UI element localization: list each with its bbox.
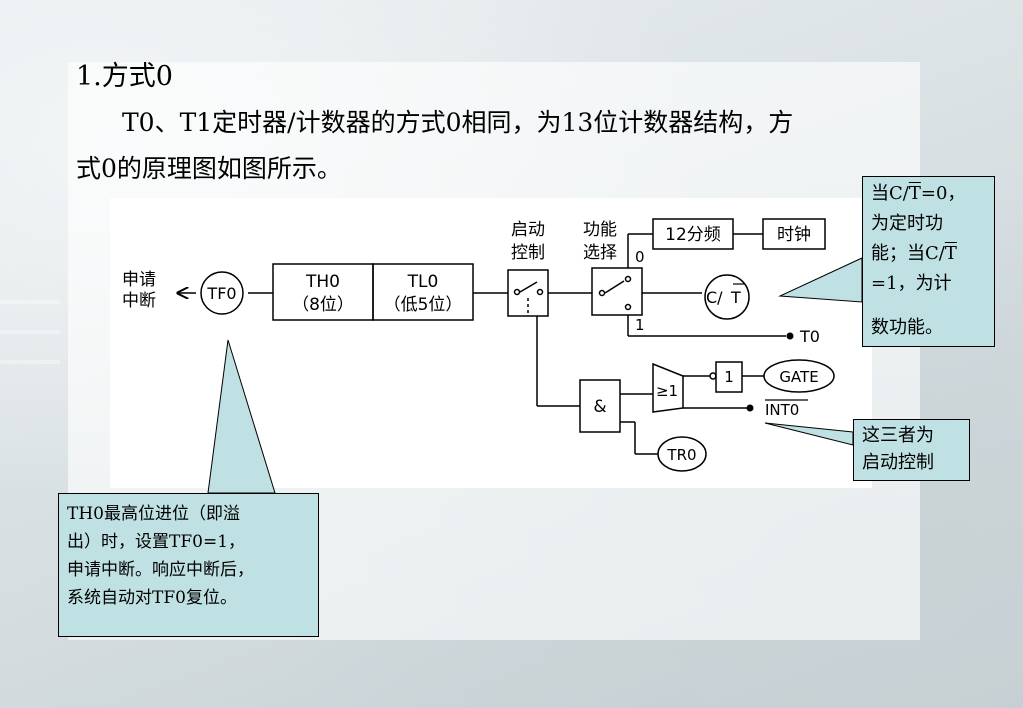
and-gate-box: [579, 379, 621, 433]
label-switch-1: 1: [635, 316, 645, 334]
mode0-schematic: 申请 中断 TF0 TH0 （8位） TL0 （低5位） 启动 控制 功能 选择…: [122, 218, 835, 472]
ct-circle: [704, 274, 750, 320]
label-interrupt-1: 申请: [122, 270, 156, 290]
ct-callout-line-4: =1，为计: [871, 273, 952, 294]
ct-callout-line-2: 为定时功: [871, 213, 943, 234]
decor-stripe: [0, 360, 60, 364]
label-start-1: 启动: [511, 220, 545, 240]
label-ct-t: T: [730, 288, 741, 307]
label-gate: GATE: [779, 368, 818, 386]
label-select-2: 选择: [583, 243, 617, 263]
tr0-ellipse: [657, 436, 707, 472]
label-ct-pre: C/: [706, 288, 723, 307]
not-gate-box: [715, 361, 743, 393]
th0-callout-line-1: TH0最高位进位（即溢: [67, 504, 240, 524]
th0-callout: TH0最高位进位（即溢 出）时，设置TF0=1， 申请中断。响应中断后， 系统自…: [58, 493, 319, 637]
slide-title: 1.方式0: [76, 61, 173, 92]
label-th0: TH0: [305, 272, 340, 292]
start-switch-contact: [536, 288, 544, 296]
start-switch-contact: [513, 288, 521, 296]
paragraph-line-2: 式0的原理图如图所示。: [76, 154, 342, 183]
start-switch-blade: [519, 281, 538, 293]
decor-stripe: [0, 300, 60, 304]
decor-stripe: [0, 330, 60, 334]
label-or: ≥1: [656, 382, 678, 400]
label-select-1: 功能: [583, 220, 617, 240]
tl0-box: [372, 263, 474, 321]
three-callout-pointer: [764, 422, 854, 446]
select-switch-contact: [624, 275, 632, 283]
ct-callout: 当C/T=0， 为定时功 能；当C/T =1，为计 数功能。: [862, 176, 995, 347]
label-not: 1: [724, 368, 734, 386]
label-and: &: [593, 397, 606, 417]
clock-box: [762, 218, 826, 250]
label-tl0: TL0: [407, 272, 439, 292]
th0-callout-line-3: 申请中断。响应中断后，: [67, 560, 254, 580]
t0-pin-dot: [786, 332, 794, 340]
three-callout-line-2: 启动控制: [862, 452, 934, 473]
label-clock: 时钟: [777, 225, 811, 245]
select-switch-blade: [604, 280, 625, 294]
select-switch-box: [591, 267, 643, 316]
ct-callout-line-5: 数功能。: [871, 317, 943, 338]
label-int0: INT0: [765, 401, 799, 419]
label-t0-pin: T0: [799, 327, 820, 346]
th0-callout-pointer: [207, 339, 276, 494]
select-switch-contact: [624, 303, 632, 311]
int0-pin-dot: [746, 404, 754, 412]
label-start-2: 控制: [511, 243, 545, 263]
paragraph-line-1: T0、T1定时器/计数器的方式0相同，为13位计数器结构，方: [122, 108, 794, 137]
label-tl0-bits: （低5位）: [384, 295, 463, 315]
label-interrupt-2: 中断: [122, 291, 156, 311]
th0-callout-line-4: 系统自动对TF0复位。: [67, 588, 237, 608]
select-switch-contact: [598, 289, 606, 297]
ct-callout-line-1: 当C/T=0，: [871, 183, 966, 204]
intro-paragraph: T0、T1定时器/计数器的方式0相同，为13位计数器结构，方 式0的原理图如图所…: [76, 100, 946, 192]
label-th0-bits: （8位）: [292, 295, 354, 315]
ct-callout-pointer: [778, 257, 863, 303]
three-control-callout: 这三者为 启动控制: [853, 419, 970, 481]
gate-ellipse: [763, 359, 835, 393]
label-tr0: TR0: [666, 446, 696, 464]
ct-callout-line-3: 能；当C/T: [871, 243, 957, 264]
th0-callout-line-2: 出）时，设置TF0=1，: [67, 532, 246, 552]
label-switch-0: 0: [635, 248, 645, 266]
label-prescaler: 12分频: [665, 225, 721, 245]
three-callout-line-1: 这三者为: [862, 425, 934, 446]
label-tf0: TF0: [206, 284, 236, 303]
tf0-circle: [200, 271, 244, 315]
